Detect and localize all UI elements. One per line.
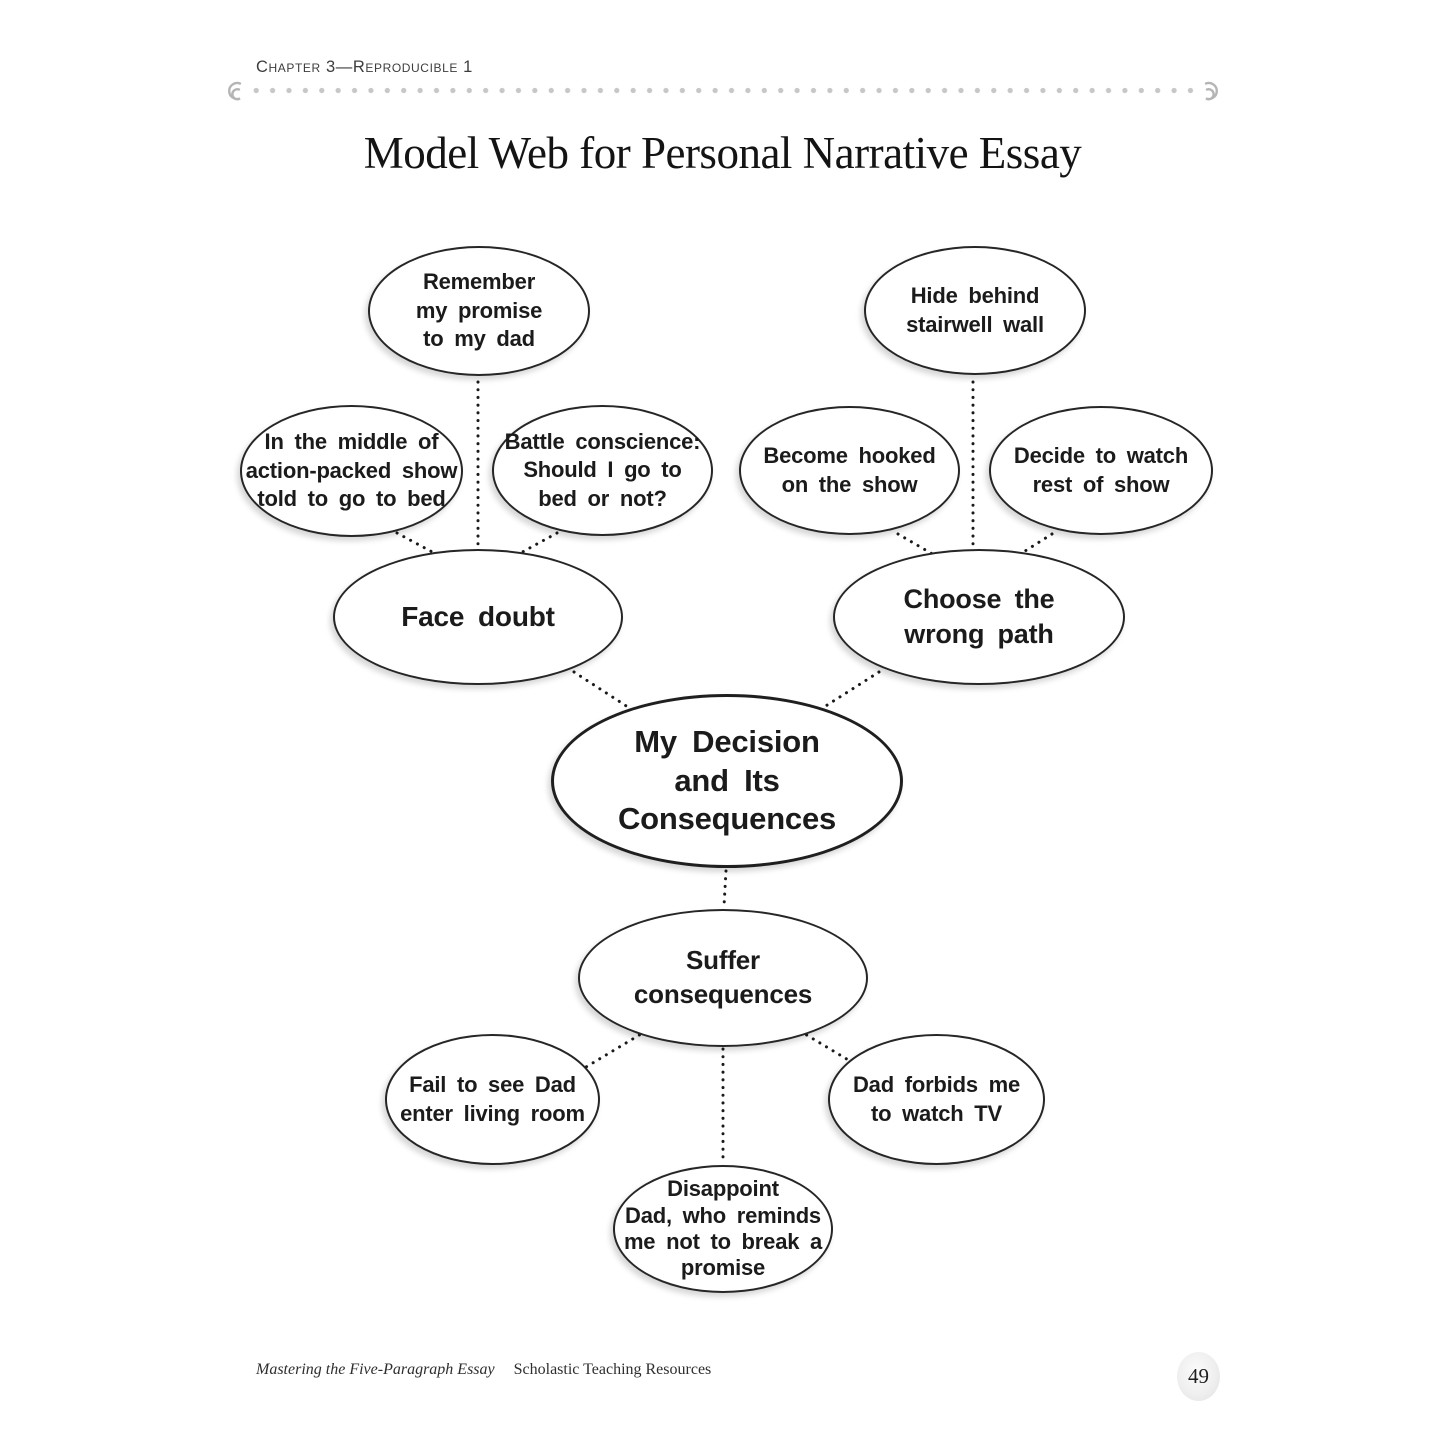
node-face-doubt: Face doubt: [333, 549, 623, 685]
spiral-ornament-icon: [228, 81, 242, 101]
node-my-decision: My Decision and Its Consequences: [551, 694, 903, 868]
dotted-rule: [248, 85, 1200, 96]
node-remember-promise: Remember my promise to my dad: [368, 246, 590, 376]
footer-credit: Mastering the Five-Paragraph Essay Schol…: [256, 1361, 711, 1379]
connector-choose-decision: [819, 670, 881, 711]
node-label: Remember my promise to my dad: [415, 269, 543, 352]
node-label: Battle conscience: Should I go to bed or…: [504, 428, 701, 511]
page-title: Model Web for Personal Narrative Essay: [363, 128, 1082, 178]
node-label: Hide behind stairwell wall: [906, 282, 1044, 337]
node-label: Fail to see Dad enter living room: [400, 1071, 585, 1126]
node-label: Become hooked on the show: [763, 442, 936, 497]
footer-publisher: Scholastic Teaching Resources: [513, 1361, 712, 1378]
node-battle-conscience: Battle conscience: Should I go to bed or…: [492, 405, 713, 536]
spiral-ornament-icon: [1204, 81, 1218, 101]
node-label: Disappoint Dad, who reminds me not to br…: [623, 1176, 823, 1281]
node-fail-to-see-dad: Fail to see Dad enter living room: [385, 1034, 600, 1165]
node-dad-forbids: Dad forbids me to watch TV: [828, 1034, 1045, 1165]
connector-face-doubt-decision: [572, 670, 636, 713]
node-label: Decide to watch rest of show: [1013, 442, 1189, 497]
node-label: Suffer consequences: [633, 945, 813, 1009]
node-become-hooked: Become hooked on the show: [739, 406, 960, 535]
node-decide-to-watch: Decide to watch rest of show: [989, 406, 1213, 535]
node-label: Dad forbids me to watch TV: [852, 1071, 1020, 1126]
node-label: Choose the wrong path: [903, 583, 1055, 649]
page-number: 49: [1188, 1364, 1209, 1388]
node-choose-wrong-path: Choose the wrong path: [833, 549, 1125, 685]
node-hide-behind-stairwell: Hide behind stairwell wall: [864, 246, 1086, 375]
node-label: In the middle of action-packed show told…: [245, 429, 458, 512]
connector-decision-suffer: [722, 869, 728, 908]
footer-book-title: Mastering the Five-Paragraph Essay: [256, 1361, 495, 1378]
page-number-badge: 49: [1177, 1352, 1220, 1401]
connector-suffer-fail: [579, 1029, 648, 1072]
node-disappoint-dad: Disappoint Dad, who reminds me not to br…: [613, 1165, 833, 1293]
node-label: My Decision and Its Consequences: [617, 723, 837, 837]
node-label: Face doubt: [401, 600, 555, 632]
node-middle-of-show: In the middle of action-packed show told…: [240, 405, 463, 537]
chapter-label: Chapter 3—Reproducible 1: [256, 58, 473, 76]
node-suffer-consequences: Suffer consequences: [578, 909, 868, 1047]
